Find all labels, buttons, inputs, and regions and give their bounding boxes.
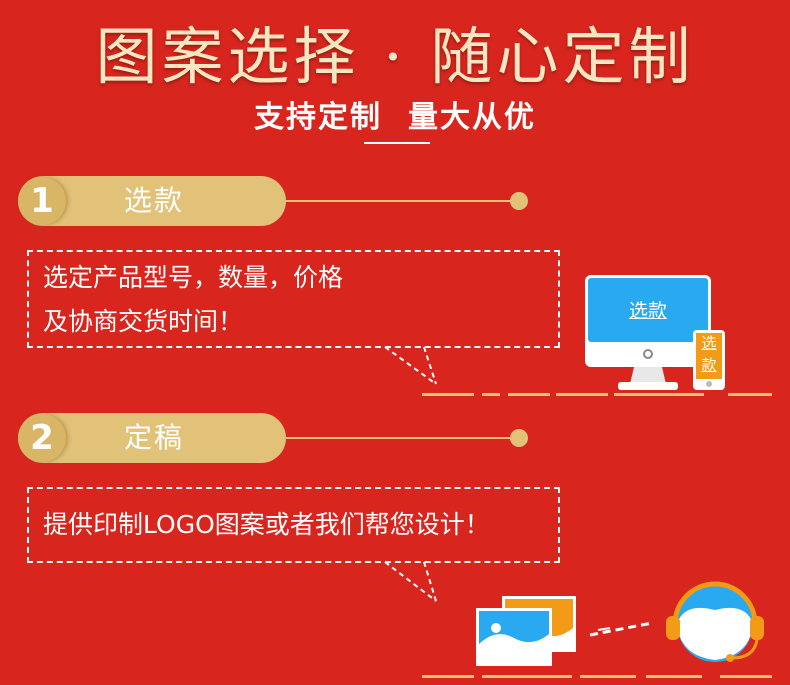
subtitle-divider [364, 142, 430, 144]
ground-dash [728, 393, 772, 396]
step-2-header: 2 定稿 [18, 413, 533, 465]
ground-dash [508, 393, 550, 396]
ground-dash [646, 675, 702, 678]
step-2-speech-tail [384, 561, 437, 602]
ground-dash [720, 675, 772, 678]
step-1-description-line-2: 及协商交货时间！ [43, 307, 244, 336]
phone-label-line-1: 选 [701, 334, 717, 352]
ground-dash [422, 675, 474, 678]
desktop-monitor-icon [585, 275, 711, 390]
phone-icon [693, 330, 725, 390]
step-1-dot [510, 192, 528, 210]
step-1-description-line-1: 选定产品型号，数量，价格 [43, 263, 344, 292]
ground-dash [614, 393, 704, 396]
page-title: 图案选择 · 随心定制 [95, 20, 695, 93]
customer-service-headset-icon [666, 581, 764, 662]
subtitle-bulk: 量大从优 [408, 100, 536, 135]
step-1-speech-tail [384, 346, 437, 385]
ground-dash [422, 393, 474, 396]
step-1-connector [286, 200, 512, 202]
ground-dash [580, 675, 636, 678]
step-1-description-box: 选定产品型号，数量，价格 及协商交货时间！ [27, 250, 560, 348]
step-2-number: 2 [18, 414, 66, 462]
transfer-dashes-icon [589, 621, 653, 637]
phone-screen-label: 选 款 [693, 332, 725, 376]
step-2-dot [510, 429, 528, 447]
ground-dash [556, 393, 608, 396]
step-2-description-box: 提供印制LOGO图案或者我们帮您设计！ [27, 487, 560, 563]
image-files-icon [476, 596, 576, 666]
step-1-header: 1 选款 [18, 176, 533, 228]
subtitle-custom: 支持定制 [254, 100, 382, 135]
page-subtitle: 支持定制量大从优 [0, 92, 790, 136]
ground-dash [482, 393, 500, 396]
monitor-screen-label: 选款 [628, 300, 667, 322]
phone-label-line-2: 款 [701, 356, 717, 374]
ground-dash [482, 675, 572, 678]
step-1-number: 1 [18, 177, 66, 225]
step-1-label: 选款 [124, 184, 185, 217]
step-2-label: 定稿 [124, 421, 185, 454]
step-2-connector [286, 437, 512, 439]
step-2-description: 提供印制LOGO图案或者我们帮您设计！ [43, 510, 490, 539]
